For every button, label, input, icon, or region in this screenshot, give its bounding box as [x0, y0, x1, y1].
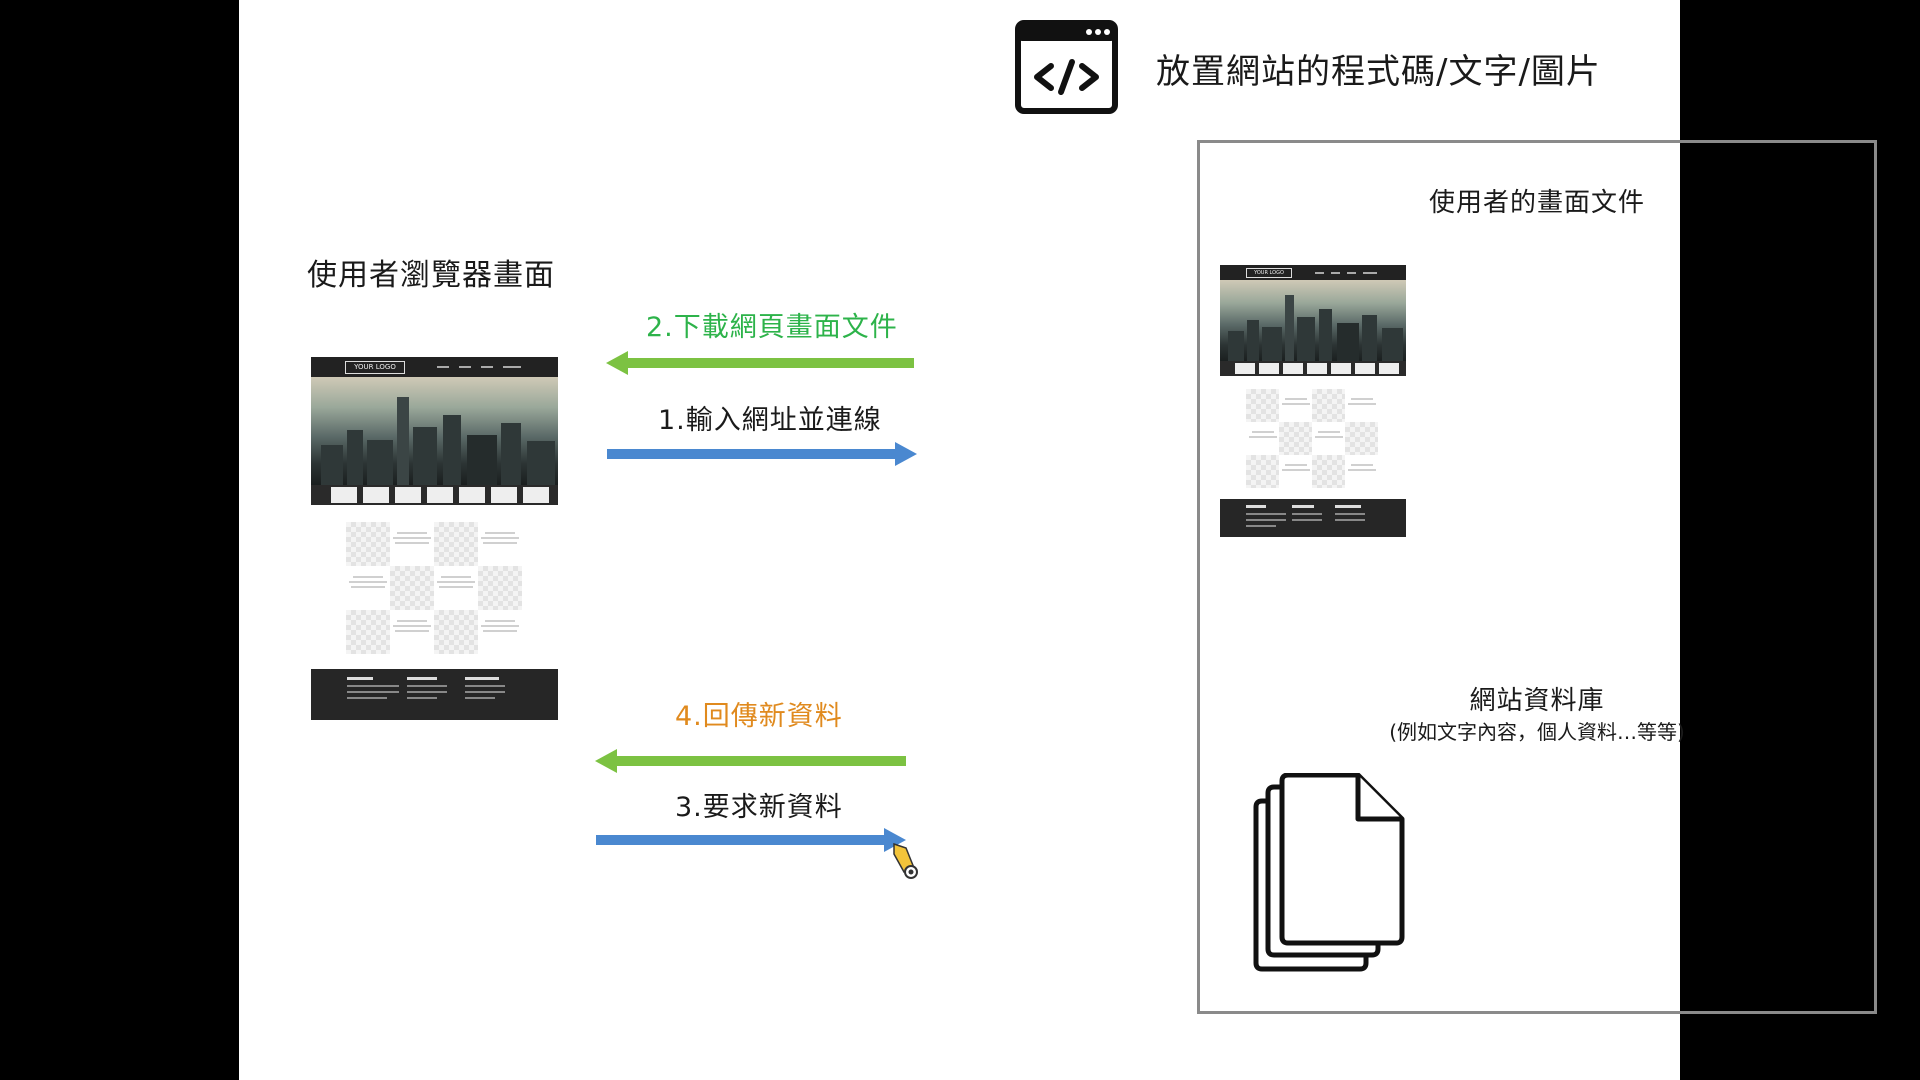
- database-heading: 網站資料庫: [1469, 686, 1605, 716]
- step-4-arrow-left: [595, 749, 906, 773]
- code-window-icon: [1015, 20, 1118, 114]
- step-1-arrow-right: [607, 442, 917, 466]
- client-webpage-mockup: YOUR LOGO: [311, 357, 558, 720]
- mockup-city-hero-image: [1220, 280, 1406, 361]
- step-4-label: 4.回傳新資料: [675, 701, 843, 732]
- mockup-city-hero-image: [311, 377, 558, 485]
- mockup-navbar: YOUR LOGO: [311, 357, 558, 377]
- step-2-arrow-left: [606, 351, 914, 375]
- server-webpage-mockup: YOUR LOGO: [1220, 265, 1406, 537]
- step-3-arrow-right: [596, 828, 906, 852]
- mockup-footer: [1220, 499, 1406, 537]
- mockup-logo: YOUR LOGO: [345, 361, 405, 374]
- step-3-label: 3.要求新資料: [675, 792, 843, 823]
- documents-icon: [1253, 773, 1405, 972]
- mockup-thumb-strip: [311, 485, 558, 505]
- mockup-footer: [311, 669, 558, 720]
- mockup-logo: YOUR LOGO: [1246, 268, 1292, 278]
- pen-cursor-icon: [893, 842, 918, 879]
- step-2-label: 2.下載網頁畫面文件: [646, 312, 898, 343]
- client-heading: 使用者瀏覽器畫面: [307, 258, 555, 293]
- mockup-navbar: YOUR LOGO: [1220, 265, 1406, 280]
- server-box: [1197, 140, 1877, 1014]
- mockup-thumb-strip: [1220, 361, 1406, 376]
- slide: 放置網站的程式碼/文字/圖片 使用者瀏覽器畫面 YOUR LOGO: [239, 0, 1877, 1080]
- server-doc-heading: 使用者的畫面文件: [1428, 188, 1645, 218]
- step-1-label: 1.輸入網址並連線: [658, 405, 882, 436]
- database-subtitle: (例如文字內容，個人資料…等等): [1389, 720, 1685, 744]
- server-title: 放置網站的程式碼/文字/圖片: [1156, 52, 1601, 92]
